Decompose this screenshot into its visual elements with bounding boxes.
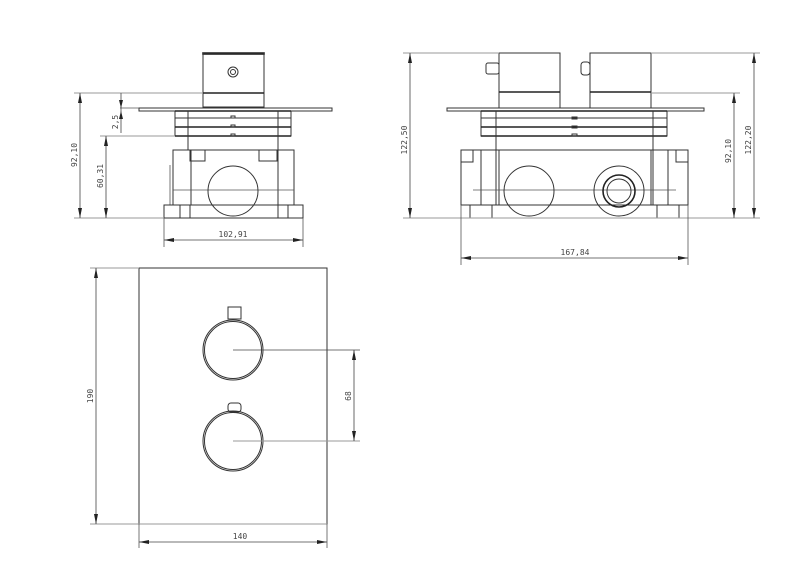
threaded-collar [174, 110, 292, 137]
lower-handle-lever [227, 402, 242, 413]
arrow-down-icon [104, 208, 108, 218]
arrow-down-icon [732, 208, 736, 218]
arrow-up-icon [732, 93, 736, 103]
dim-plate-width: 140 [233, 532, 248, 541]
dim-plate-offset: 2,5 [111, 115, 120, 130]
body-left-post [172, 149, 192, 206]
arrow-right-icon [678, 256, 688, 260]
arrow-left-icon [164, 238, 174, 242]
front-right-tab [675, 149, 689, 163]
dim-total-height: 92,10 [70, 143, 79, 167]
arrow-up-icon [78, 93, 82, 103]
body-right-tab [258, 149, 278, 162]
arrow-up-icon [752, 53, 756, 63]
arrow-up-icon [408, 53, 412, 63]
arrow-up-icon [104, 136, 108, 146]
front-inlet-port-inner [606, 178, 632, 204]
upper-handle-lever [227, 306, 242, 320]
front-valve-body [460, 149, 689, 206]
dim-front-width: 167,84 [561, 248, 590, 257]
base-foot-left [179, 204, 191, 219]
arrow-up-icon [352, 350, 356, 360]
body-left-tab [189, 149, 206, 162]
arrow-down-icon [352, 431, 356, 441]
handle-screw-inner [230, 69, 236, 75]
base-foot-right [277, 204, 289, 219]
right-handle-block [589, 52, 652, 109]
left-handle-block [498, 52, 561, 109]
dim-body-width: 102,91 [219, 230, 248, 239]
front-foot-left [469, 204, 493, 219]
dim-body-height: 60,31 [96, 164, 105, 188]
front-notch-2 [571, 125, 578, 129]
arrow-right-icon [293, 238, 303, 242]
left-handle-lever [485, 62, 500, 75]
arrow-down-icon [408, 208, 412, 218]
dim-handle-spacing: 68 [344, 391, 353, 401]
front-notch-1 [571, 116, 578, 120]
arrow-down-icon [119, 100, 123, 108]
base-foot [163, 204, 304, 219]
arrow-down-icon [752, 208, 756, 218]
arrow-right-icon [317, 540, 327, 544]
dim-plate-height: 190 [86, 389, 95, 404]
side-view: 92,10 2,5 60,31 102,91 [70, 52, 333, 247]
front-outlet-port [503, 165, 555, 217]
collar-notch-1 [230, 115, 236, 119]
dim-right-plate-height: 92,10 [724, 139, 733, 163]
arrow-up-icon [94, 268, 98, 278]
collar-notch-2 [230, 124, 236, 128]
right-handle-lever [580, 61, 591, 76]
handle-block [202, 52, 265, 108]
front-threaded-collar [480, 110, 668, 137]
dim-right-height: 122,20 [744, 125, 753, 154]
front-inlet-port-ring [602, 174, 636, 208]
cover-plate [138, 267, 328, 525]
arrow-up-icon [119, 111, 123, 119]
arrow-down-icon [78, 208, 82, 218]
body-right-post [277, 149, 295, 206]
arrow-left-icon [461, 256, 471, 260]
collar-notch-3 [230, 133, 236, 137]
front-foot-right [656, 204, 680, 219]
front-notch-3 [571, 133, 578, 137]
dim-left-height: 122,50 [400, 125, 409, 154]
arrow-down-icon [94, 514, 98, 524]
arrow-left-icon [139, 540, 149, 544]
outlet-port [207, 165, 259, 217]
front-inlet-port-outer [593, 165, 645, 217]
cover-plate-view: 68 190 140 [86, 267, 360, 548]
front-left-tab [460, 149, 474, 163]
front-view: 122,50 92,10 122,20 167,84 [400, 52, 760, 265]
handle-screw-icon [227, 66, 239, 78]
front-right-post [650, 149, 669, 206]
